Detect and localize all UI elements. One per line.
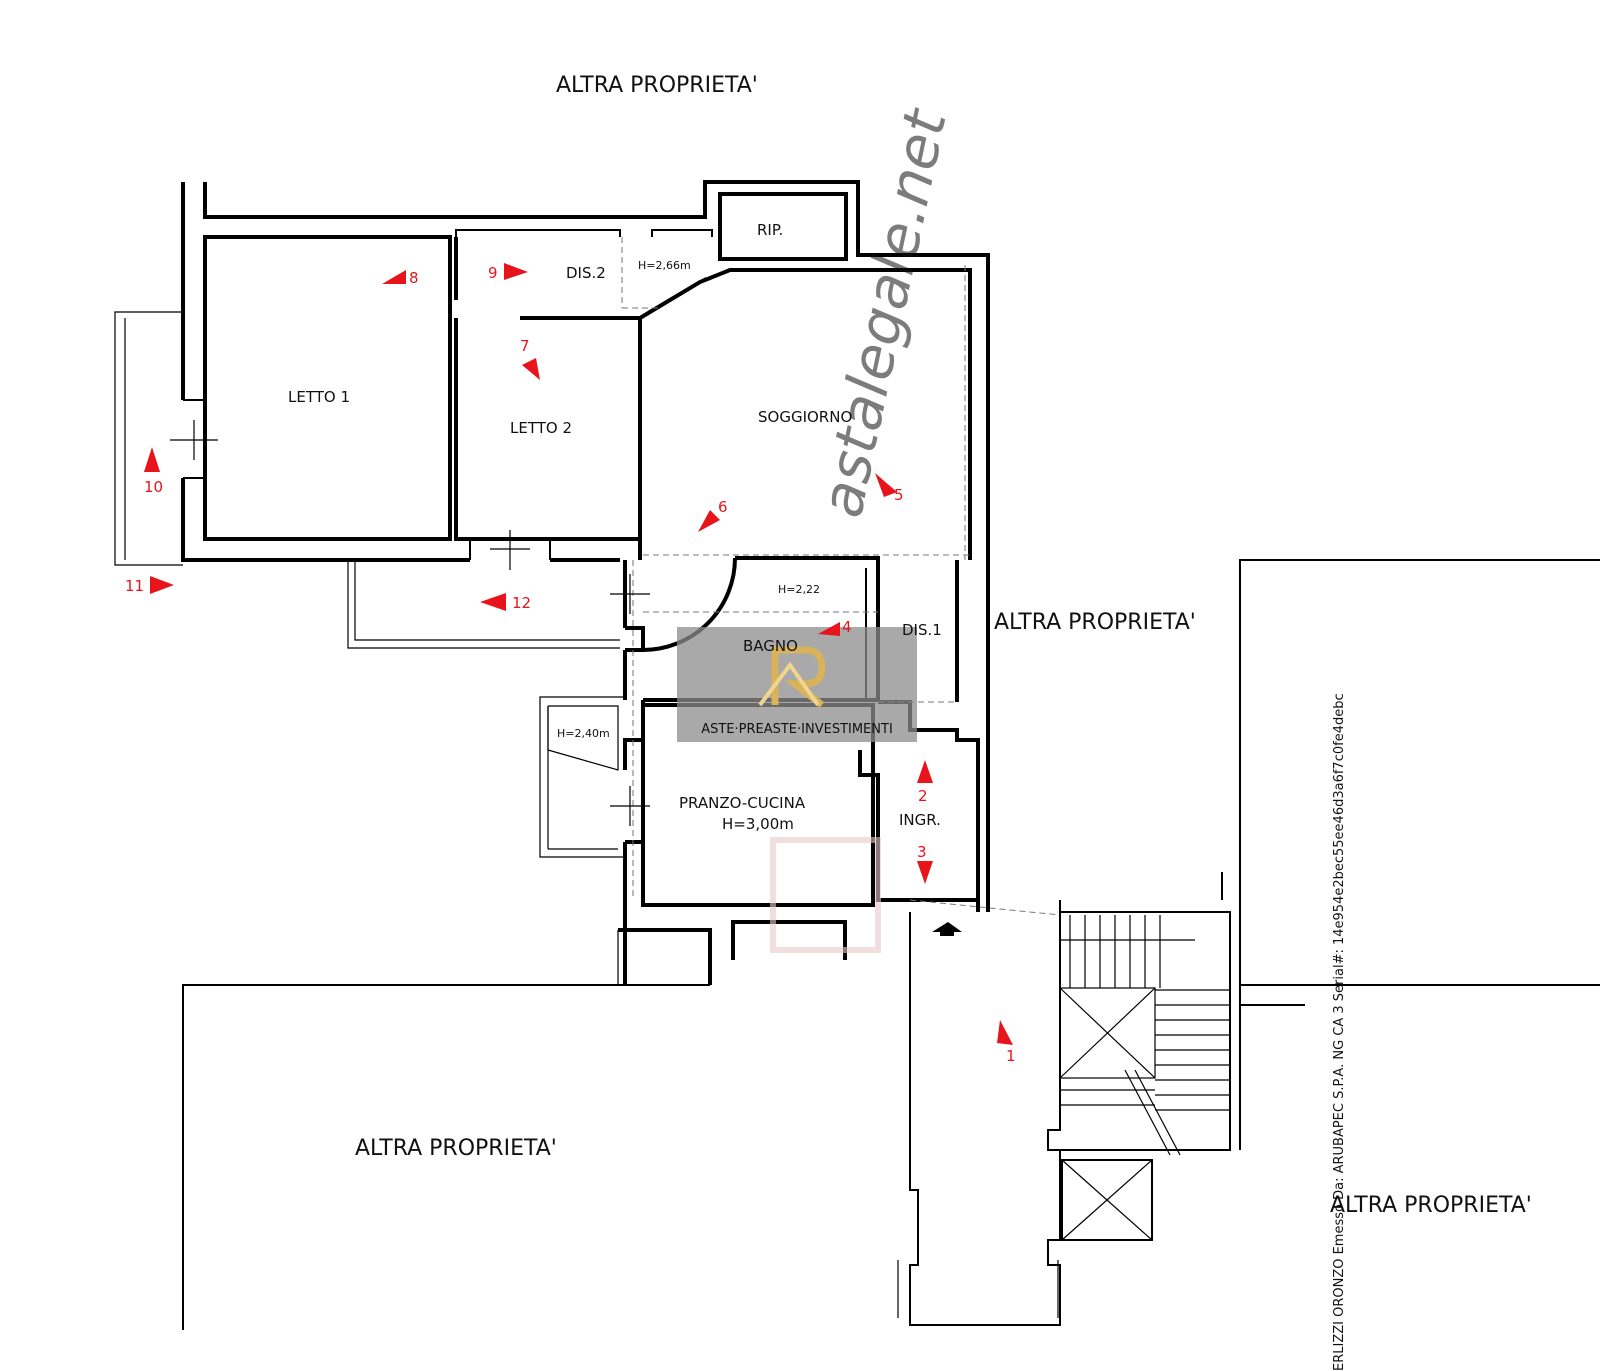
- labels: ALTRA PROPRIETA' ALTRA PROPRIETA' ALTRA …: [288, 73, 1532, 1218]
- photo-markers: 1 2 3 4 5 6 7 8: [125, 263, 1016, 1065]
- label-altra-top: ALTRA PROPRIETA': [556, 73, 758, 98]
- marker-11: 11: [125, 576, 174, 595]
- svg-text:12: 12: [512, 594, 531, 612]
- svg-text:9: 9: [488, 264, 498, 282]
- svg-text:7: 7: [520, 337, 530, 355]
- room-dis1: DIS.1: [902, 621, 942, 639]
- dis2-height: H=2,66m: [638, 259, 691, 272]
- marker-7: 7: [520, 337, 540, 380]
- watermark-logo-icon: [758, 646, 826, 708]
- dashed-lines: [621, 237, 1061, 916]
- marker-6: 6: [698, 498, 728, 532]
- room-pranzo: PRANZO-CUCINA: [679, 794, 806, 812]
- svg-text:11: 11: [125, 577, 144, 595]
- marker-1: 1: [997, 1020, 1016, 1065]
- marker-8: 8: [382, 269, 419, 287]
- room-letto1: LETTO 1: [288, 388, 350, 406]
- label-altra-bottom-right: ALTRA PROPRIETA': [1330, 1193, 1532, 1218]
- svg-text:6: 6: [718, 498, 728, 516]
- marker-5: 5: [875, 473, 904, 504]
- svg-text:4: 4: [842, 618, 852, 636]
- marker-2: 2: [917, 760, 933, 805]
- staircase: [897, 915, 1231, 1318]
- svg-text:2: 2: [918, 787, 928, 805]
- marker-9: 9: [488, 263, 528, 282]
- svg-text:5: 5: [894, 486, 904, 504]
- marker-3: 3: [917, 843, 933, 884]
- svg-text:10: 10: [144, 478, 163, 496]
- marker-4: 4: [818, 618, 852, 636]
- bagno-height: H=2,22: [778, 583, 820, 596]
- entrance-arrow-icon: [932, 922, 962, 936]
- marker-10: 10: [144, 447, 163, 496]
- room-letto2: LETTO 2: [510, 419, 572, 437]
- room-ingr: INGR.: [899, 811, 941, 829]
- marker-12: 12: [480, 593, 531, 612]
- surrounding-outlines: [182, 559, 1600, 1330]
- room-soggiorno: SOGGIORNO: [758, 408, 852, 426]
- pranzo-height: H=3,00m: [722, 815, 794, 833]
- watermark-site: astalegale.net: [807, 102, 960, 523]
- balcony-height: H=2,40m: [557, 727, 610, 740]
- watermark-text: ASTE·PREASTE·INVESTIMENTI: [701, 722, 893, 737]
- svg-text:3: 3: [917, 843, 927, 861]
- label-altra-right: ALTRA PROPRIETA': [994, 610, 1196, 635]
- svg-text:8: 8: [409, 269, 419, 287]
- room-rip: RIP.: [757, 221, 783, 239]
- window-marks: [170, 420, 650, 826]
- svg-text:1: 1: [1006, 1047, 1016, 1065]
- digital-signature-serial: ERLIZZI ORONZO Emesso Da: ARUBAPEC S.P.A…: [1332, 693, 1347, 1371]
- room-dis2: DIS.2: [566, 264, 606, 282]
- room-bagno: BAGNO: [743, 637, 798, 655]
- label-altra-bottom-left: ALTRA PROPRIETA': [355, 1136, 557, 1161]
